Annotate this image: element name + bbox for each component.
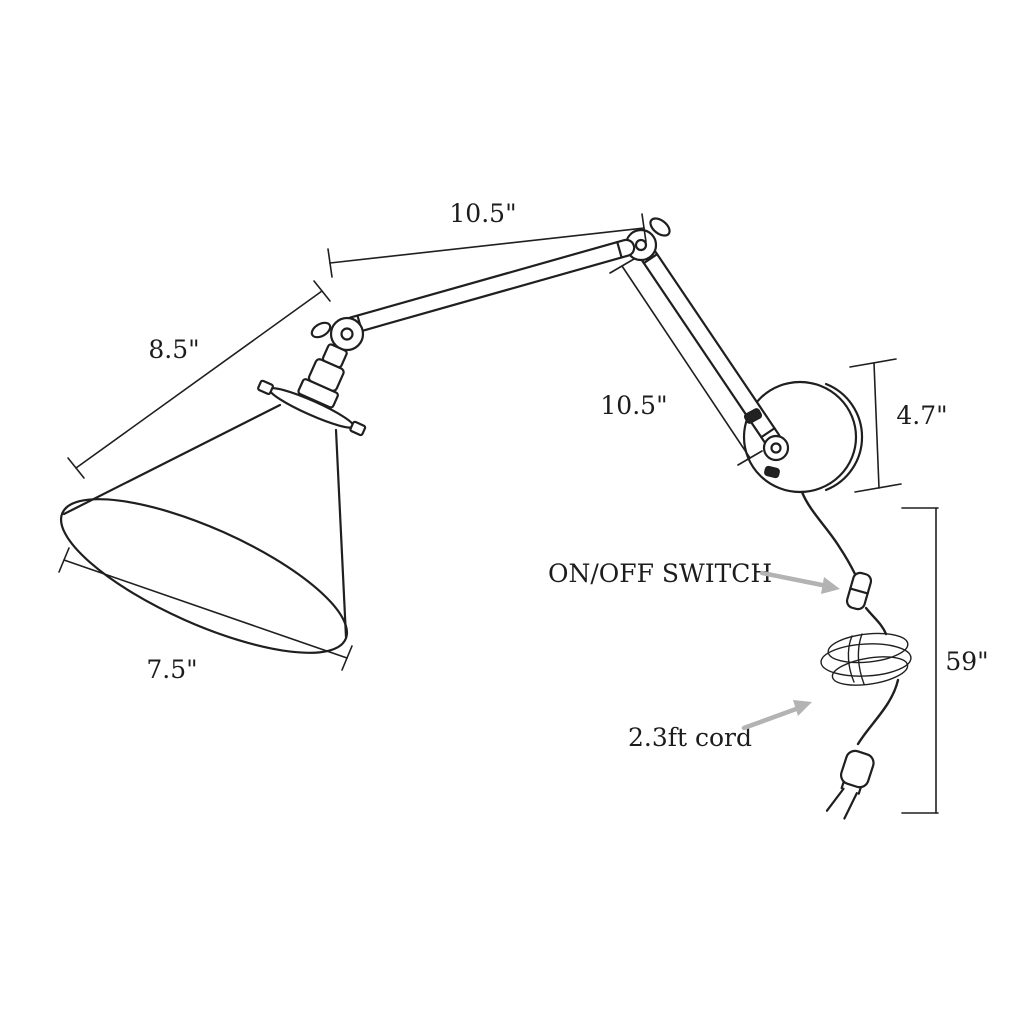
on-off-switch [845,571,873,611]
switch-callout-label: ON/OFF SWITCH [548,559,772,588]
lamp-shade-cone [59,403,349,654]
dim-upper-arm: 10.5" [327,199,647,278]
callout-switch: ON/OFF SWITCH [548,559,840,594]
plug-prong-right [843,791,858,820]
plug-prong-left [825,787,845,812]
wall-backplate [742,380,864,494]
dim-backplate: 4.7" [849,358,948,493]
cord-coil [820,632,912,686]
dim-lower-arm: 10.5" [600,258,763,466]
fitter-screw-left [349,420,367,437]
elbow-joint [624,217,671,262]
callout-cord: 2.3ft cord [628,700,812,752]
dim-label-backplate: 4.7" [896,401,947,430]
dim-label-lower-arm: 10.5" [600,391,667,420]
pivot-wing-knob [310,321,332,339]
lamp-socket [257,343,367,437]
switch-arrow-icon [821,577,840,594]
upper-arm [343,238,636,335]
power-cord-upper [800,490,857,576]
fitter-screw-right [257,379,274,396]
power-cord-middle [864,606,888,636]
shade-pivot-joint [310,316,365,352]
thumbscrew-knob-lower [764,465,780,479]
power-plug [825,749,875,820]
power-cord-lower [856,678,900,746]
plate-arm-joint [743,408,790,479]
dim-shade-reach: 8.5" [67,280,331,479]
cord-callout-label: 2.3ft cord [628,723,752,752]
dim-shade-width: 7.5" [58,547,353,684]
dim-label-shade-width: 7.5" [146,655,197,684]
dim-label-cord-length: 59" [945,647,988,676]
shade-mouth-rim [59,498,349,654]
cord-arrow-icon [793,700,812,716]
dim-label-shade-reach: 8.5" [148,335,199,364]
dim-label-upper-arm: 10.5" [449,199,516,228]
dim-cord-length: 59" [901,507,989,814]
thumbscrew-knob-upper [743,408,763,424]
elbow-knob [649,217,671,237]
